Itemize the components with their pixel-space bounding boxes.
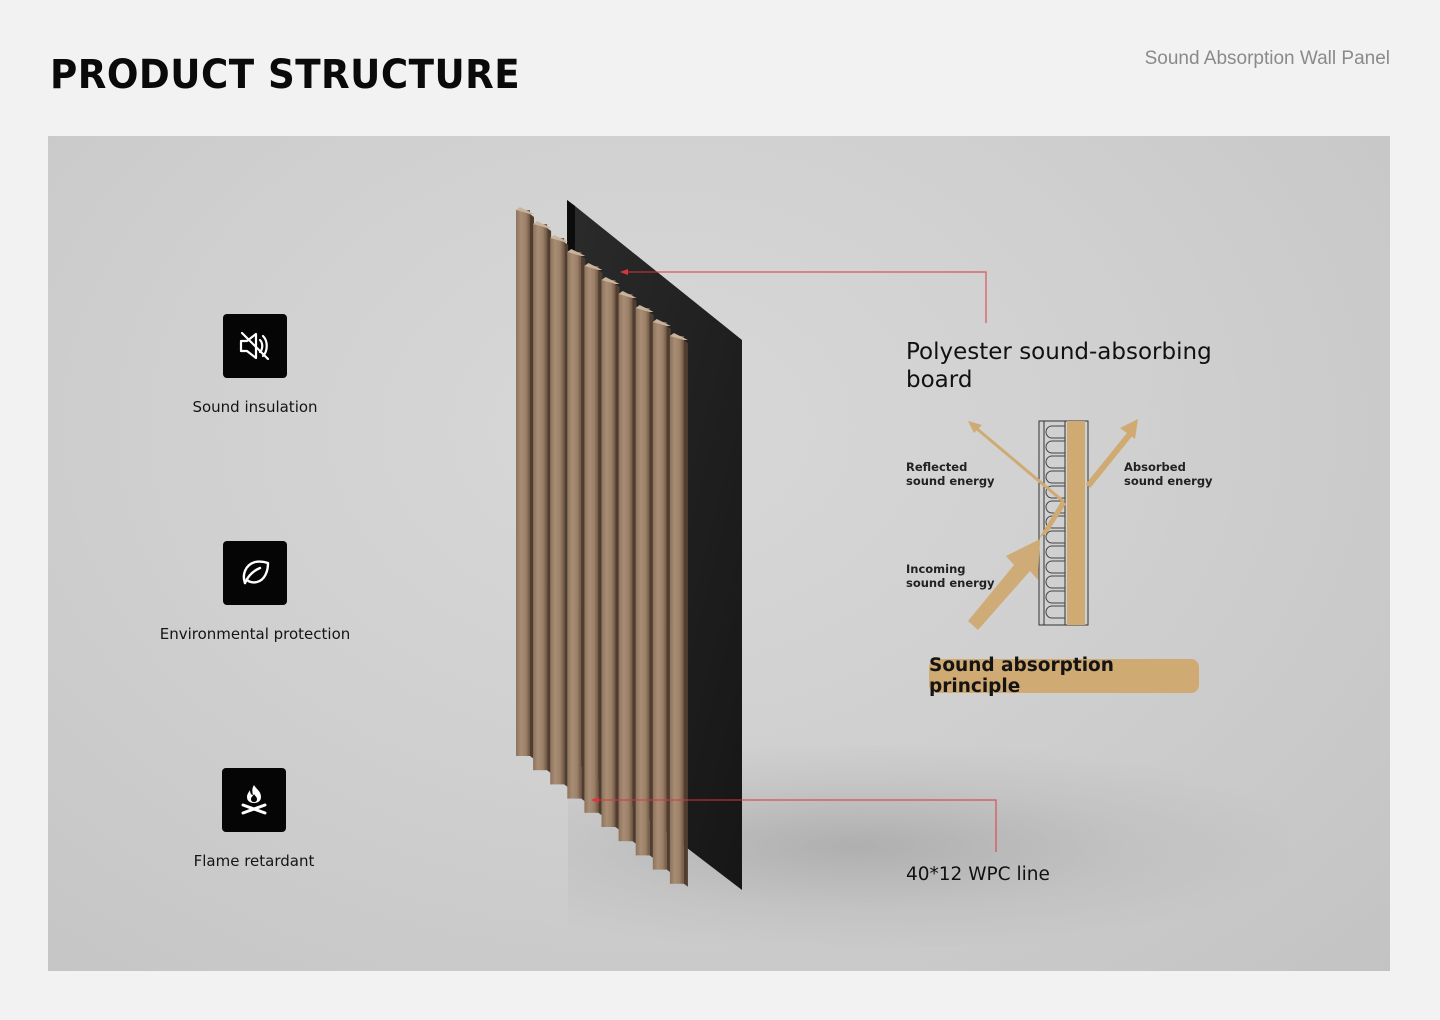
wpc-leader-line [591,797,997,852]
board-callout-line2: board [906,367,973,393]
absorbed-label: Absorbed sound energy [1124,460,1213,488]
product-stage: Sound insulation Environmental protectio… [48,136,1390,971]
incoming-label-line2: sound energy [906,576,995,590]
campfire-flame-icon [222,768,286,832]
page-title: PRODUCT STRUCTURE [50,52,521,98]
sound-absorption-diagram [968,419,1138,630]
wpc-callout-title: 40*12 WPC line [906,864,1050,885]
reflected-label-line1: Reflected [906,460,968,474]
feature-label: Sound insulation [192,398,318,416]
feature-environmental-protection: Environmental protection [135,541,375,643]
absorbed-label-line2: sound energy [1124,474,1213,488]
feature-label: Flame retardant [193,852,315,870]
wall-panel-render [516,200,1138,890]
feature-label: Environmental protection [159,625,351,643]
feature-sound-insulation: Sound insulation [135,314,375,416]
muted-speaker-icon [223,314,287,378]
board-leader-line [620,269,987,323]
incoming-label-line1: Incoming [906,562,966,576]
reflected-label: Reflected sound energy [906,460,995,488]
feature-flame-retardant: Flame retardant [134,768,374,870]
incoming-label: Incoming sound energy [906,562,995,590]
reflected-label-line2: sound energy [906,474,995,488]
board-callout-line1: Polyester sound-absorbing [906,339,1212,365]
absorbed-label-line1: Absorbed [1124,460,1186,474]
leaf-icon [223,541,287,605]
wpc-slats [516,207,688,887]
board-callout-title: Polyester sound-absorbing board [906,338,1226,394]
page-subtitle: Sound Absorption Wall Panel [1144,48,1390,69]
sound-absorption-principle-badge: Sound absorption principle [929,655,1199,697]
